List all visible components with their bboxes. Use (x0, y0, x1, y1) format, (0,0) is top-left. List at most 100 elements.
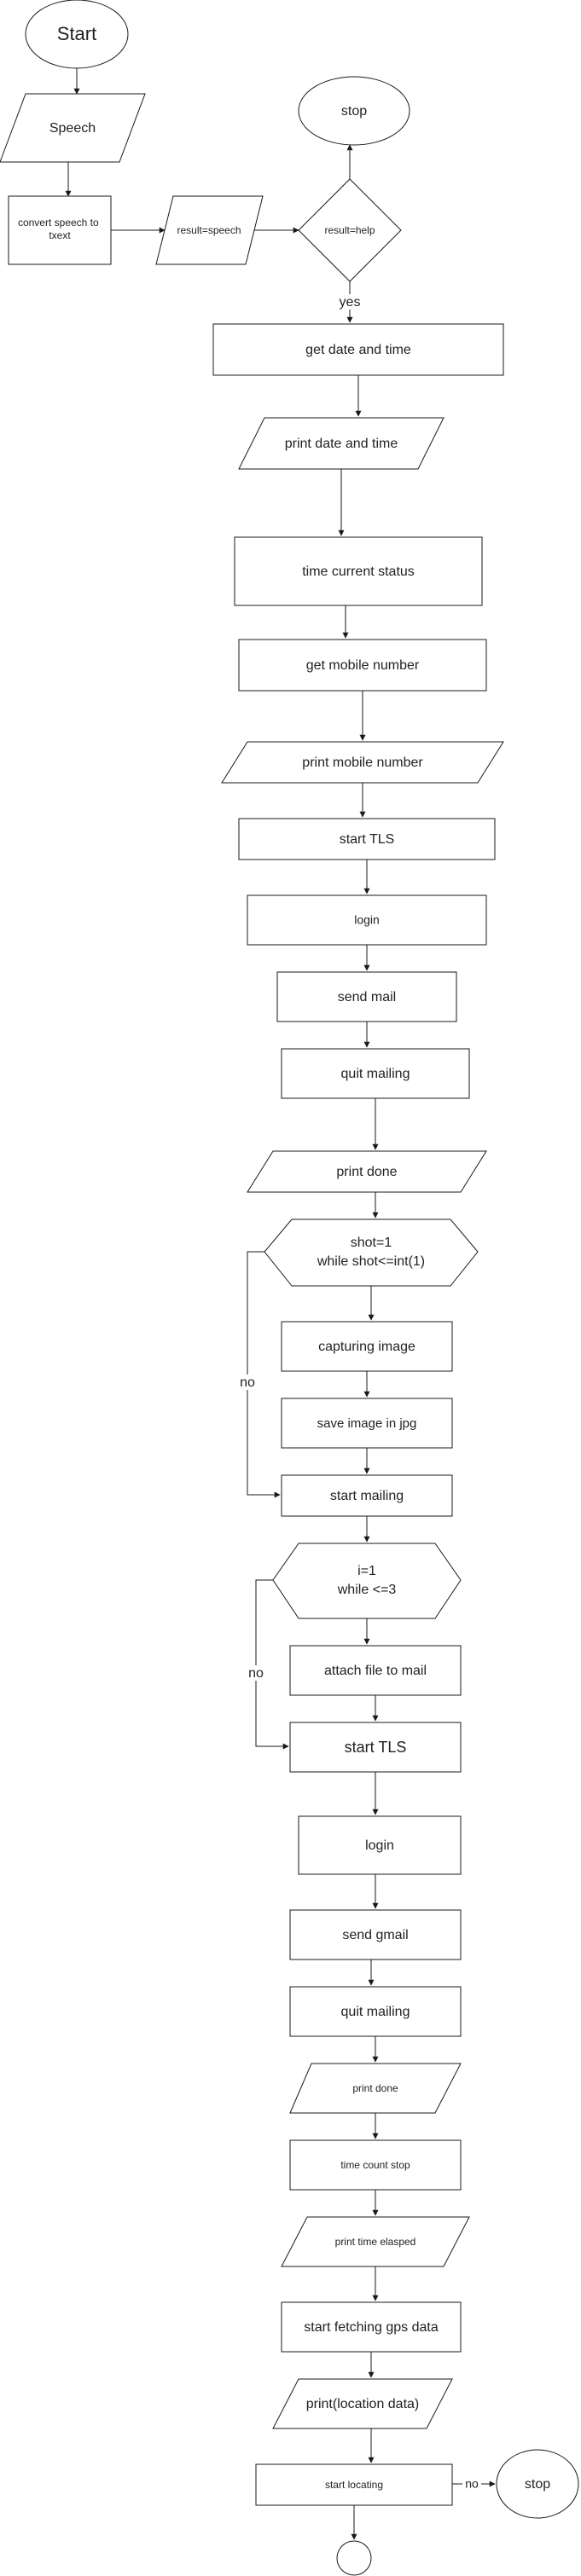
start-tls-1-process (238, 818, 496, 860)
get-mobile-process (238, 639, 487, 692)
edges (65, 68, 496, 2540)
quit-mailing-2-label: quit mailing (341, 2005, 410, 2019)
time-count-stop-process (289, 2139, 462, 2191)
print-done-1-label: print done (336, 1165, 397, 1179)
node-save-image: save image in jpg (281, 1398, 453, 1449)
capturing-label: capturing image (318, 1340, 415, 1354)
send-gmail-process (289, 1909, 462, 1960)
loop-shot-label-line1: shot=1 (351, 1236, 392, 1250)
yes-label-bg (335, 294, 364, 310)
convert-process (8, 195, 112, 265)
stop-top-terminator (298, 76, 410, 146)
node-quit-mailing-2: quit mailing (289, 1986, 462, 2037)
start-terminator (25, 0, 129, 69)
node-send-gmail: send gmail (289, 1909, 462, 1960)
loop-shot-hexagon (264, 1219, 479, 1287)
print-date-label: print date and time (285, 437, 398, 451)
node-print-elapsed: print time elasped (281, 2216, 470, 2267)
convert-label-line1: convert speech to (18, 217, 99, 229)
result-speech-label: result=speech (177, 224, 241, 236)
node-result-speech: result=speech (155, 195, 264, 265)
send-mail-process (276, 971, 457, 1022)
node-quit-mailing-1: quit mailing (281, 1048, 470, 1099)
node-speech: Speech (0, 93, 146, 163)
loop-i-hexagon (272, 1543, 462, 1619)
node-login-1: login (247, 894, 487, 946)
end-circle-terminator (336, 2540, 372, 2576)
print-done-2-label: print done (352, 2082, 398, 2094)
print-done-2-parallelogram (289, 2063, 462, 2114)
print-mobile-label: print mobile number (302, 755, 423, 770)
start-label: Start (57, 23, 96, 44)
send-gmail-label: send gmail (342, 1928, 408, 1942)
stop-top-label: stop (341, 104, 367, 119)
start-mailing-process (281, 1474, 453, 1517)
start-gps-process (281, 2301, 462, 2353)
loop-i-label-line1: i=1 (357, 1564, 376, 1578)
node-end-circle (336, 2540, 372, 2576)
no-label-1: no (240, 1375, 255, 1390)
print-done-1-parallelogram (247, 1150, 487, 1193)
capturing-process (281, 1321, 453, 1372)
no-label-2-bg (246, 1665, 266, 1681)
start-tls-2-label: start TLS (345, 1739, 407, 1756)
node-login-2: login (298, 1815, 462, 1875)
result-help-diamond (298, 178, 402, 282)
node-start-tls-2: start TLS (289, 1722, 462, 1773)
quit-mailing-1-label: quit mailing (341, 1067, 410, 1081)
node-loop-shot: shot=1 while shot<=int(1) (264, 1219, 479, 1287)
node-start-mailing: start mailing (281, 1474, 453, 1517)
start-gps-label: start fetching gps data (304, 2320, 439, 2335)
node-start-gps: start fetching gps data (281, 2301, 462, 2353)
node-get-date: get date and time (212, 323, 504, 376)
save-image-label: save image in jpg (317, 1416, 417, 1431)
speech-label: Speech (49, 121, 96, 136)
node-time-status: time current status (234, 536, 483, 606)
result-help-label: result=help (324, 224, 375, 236)
node-print-done-2: print done (289, 2063, 462, 2114)
attach-file-label: attach file to mail (324, 1664, 427, 1678)
time-status-process (234, 536, 483, 606)
quit-mailing-2-process (289, 1986, 462, 2037)
node-print-done-1: print done (247, 1150, 487, 1193)
send-mail-label: send mail (338, 990, 396, 1004)
get-date-label: get date and time (305, 343, 411, 357)
attach-file-process (289, 1645, 462, 1696)
start-locating-process (255, 2463, 453, 2506)
result-speech-parallelogram (155, 195, 264, 265)
print-location-parallelogram (272, 2378, 453, 2429)
print-mobile-parallelogram (221, 741, 504, 784)
edge-loop-i-no (255, 1579, 289, 1750)
loop-i-label-line2: while <=3 (337, 1583, 397, 1597)
start-tls-2-process (289, 1722, 462, 1773)
node-start-locating: start locating (255, 2463, 453, 2506)
save-image-process (281, 1398, 453, 1449)
start-locating-label: start locating (325, 2479, 383, 2491)
print-elapsed-parallelogram (281, 2216, 470, 2267)
edge-loop-shot-no (247, 1251, 281, 1498)
node-print-location: print(location data) (272, 2378, 453, 2429)
node-start: Start (25, 0, 129, 69)
node-send-mail: send mail (276, 971, 457, 1022)
convert-label-line2: txext (49, 229, 71, 241)
print-location-label: print(location data) (306, 2397, 420, 2411)
no-label-1-bg (237, 1375, 258, 1390)
get-mobile-label: get mobile number (306, 658, 420, 673)
login-2-label: login (365, 1838, 394, 1853)
stop-bottom-label: stop (525, 2477, 550, 2492)
print-elapsed-label: print time elasped (335, 2236, 416, 2248)
time-status-label: time current status (302, 564, 415, 579)
node-attach-file: attach file to mail (289, 1645, 462, 1696)
node-print-date: print date and time (238, 417, 444, 470)
no-label-2: no (248, 1666, 264, 1681)
node-result-help: result=help (298, 178, 402, 282)
get-date-process (212, 323, 504, 376)
print-date-parallelogram (238, 417, 444, 470)
yes-label: yes (340, 295, 361, 310)
start-tls-1-label: start TLS (340, 832, 395, 847)
speech-parallelogram (0, 93, 146, 163)
node-print-mobile: print mobile number (221, 741, 504, 784)
node-stop-bottom: stop (496, 2449, 579, 2519)
